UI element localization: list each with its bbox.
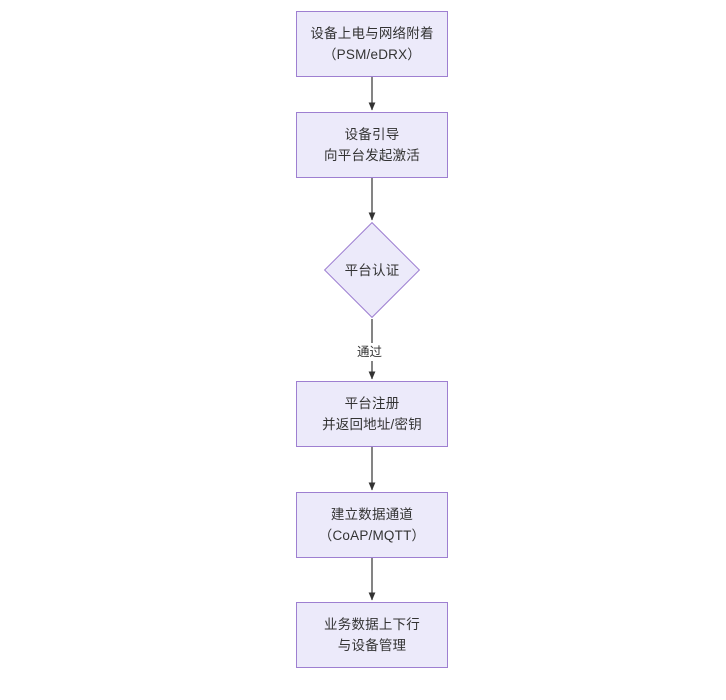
edge-label-pass: 通过	[355, 343, 385, 361]
node-power-on-line-2: （PSM/eDRX）	[322, 47, 422, 62]
node-platform-register[interactable]: 平台注册 并返回地址/密钥	[296, 381, 448, 447]
node-business-data-line-1: 业务数据上下行	[324, 617, 420, 632]
node-power-on[interactable]: 设备上电与网络附着 （PSM/eDRX）	[296, 11, 448, 77]
node-bootstrap-line-1: 设备引导	[344, 127, 400, 142]
node-platform-auth[interactable]: 平台认证	[323, 221, 421, 319]
node-data-channel-line-2: （CoAP/MQTT）	[318, 528, 426, 543]
node-business-data[interactable]: 业务数据上下行 与设备管理	[296, 602, 448, 668]
node-bootstrap-line-2: 向平台发起激活	[324, 148, 420, 163]
node-bootstrap[interactable]: 设备引导 向平台发起激活	[296, 112, 448, 178]
node-business-data-line-2: 与设备管理	[337, 638, 407, 653]
node-platform-auth-label: 平台认证	[344, 262, 400, 278]
node-power-on-line-1: 设备上电与网络附着	[310, 26, 434, 41]
node-data-channel[interactable]: 建立数据通道 （CoAP/MQTT）	[296, 492, 448, 558]
node-data-channel-line-1: 建立数据通道	[330, 507, 414, 522]
node-platform-register-line-2: 并返回地址/密钥	[322, 417, 422, 432]
node-platform-register-line-1: 平台注册	[344, 396, 400, 411]
